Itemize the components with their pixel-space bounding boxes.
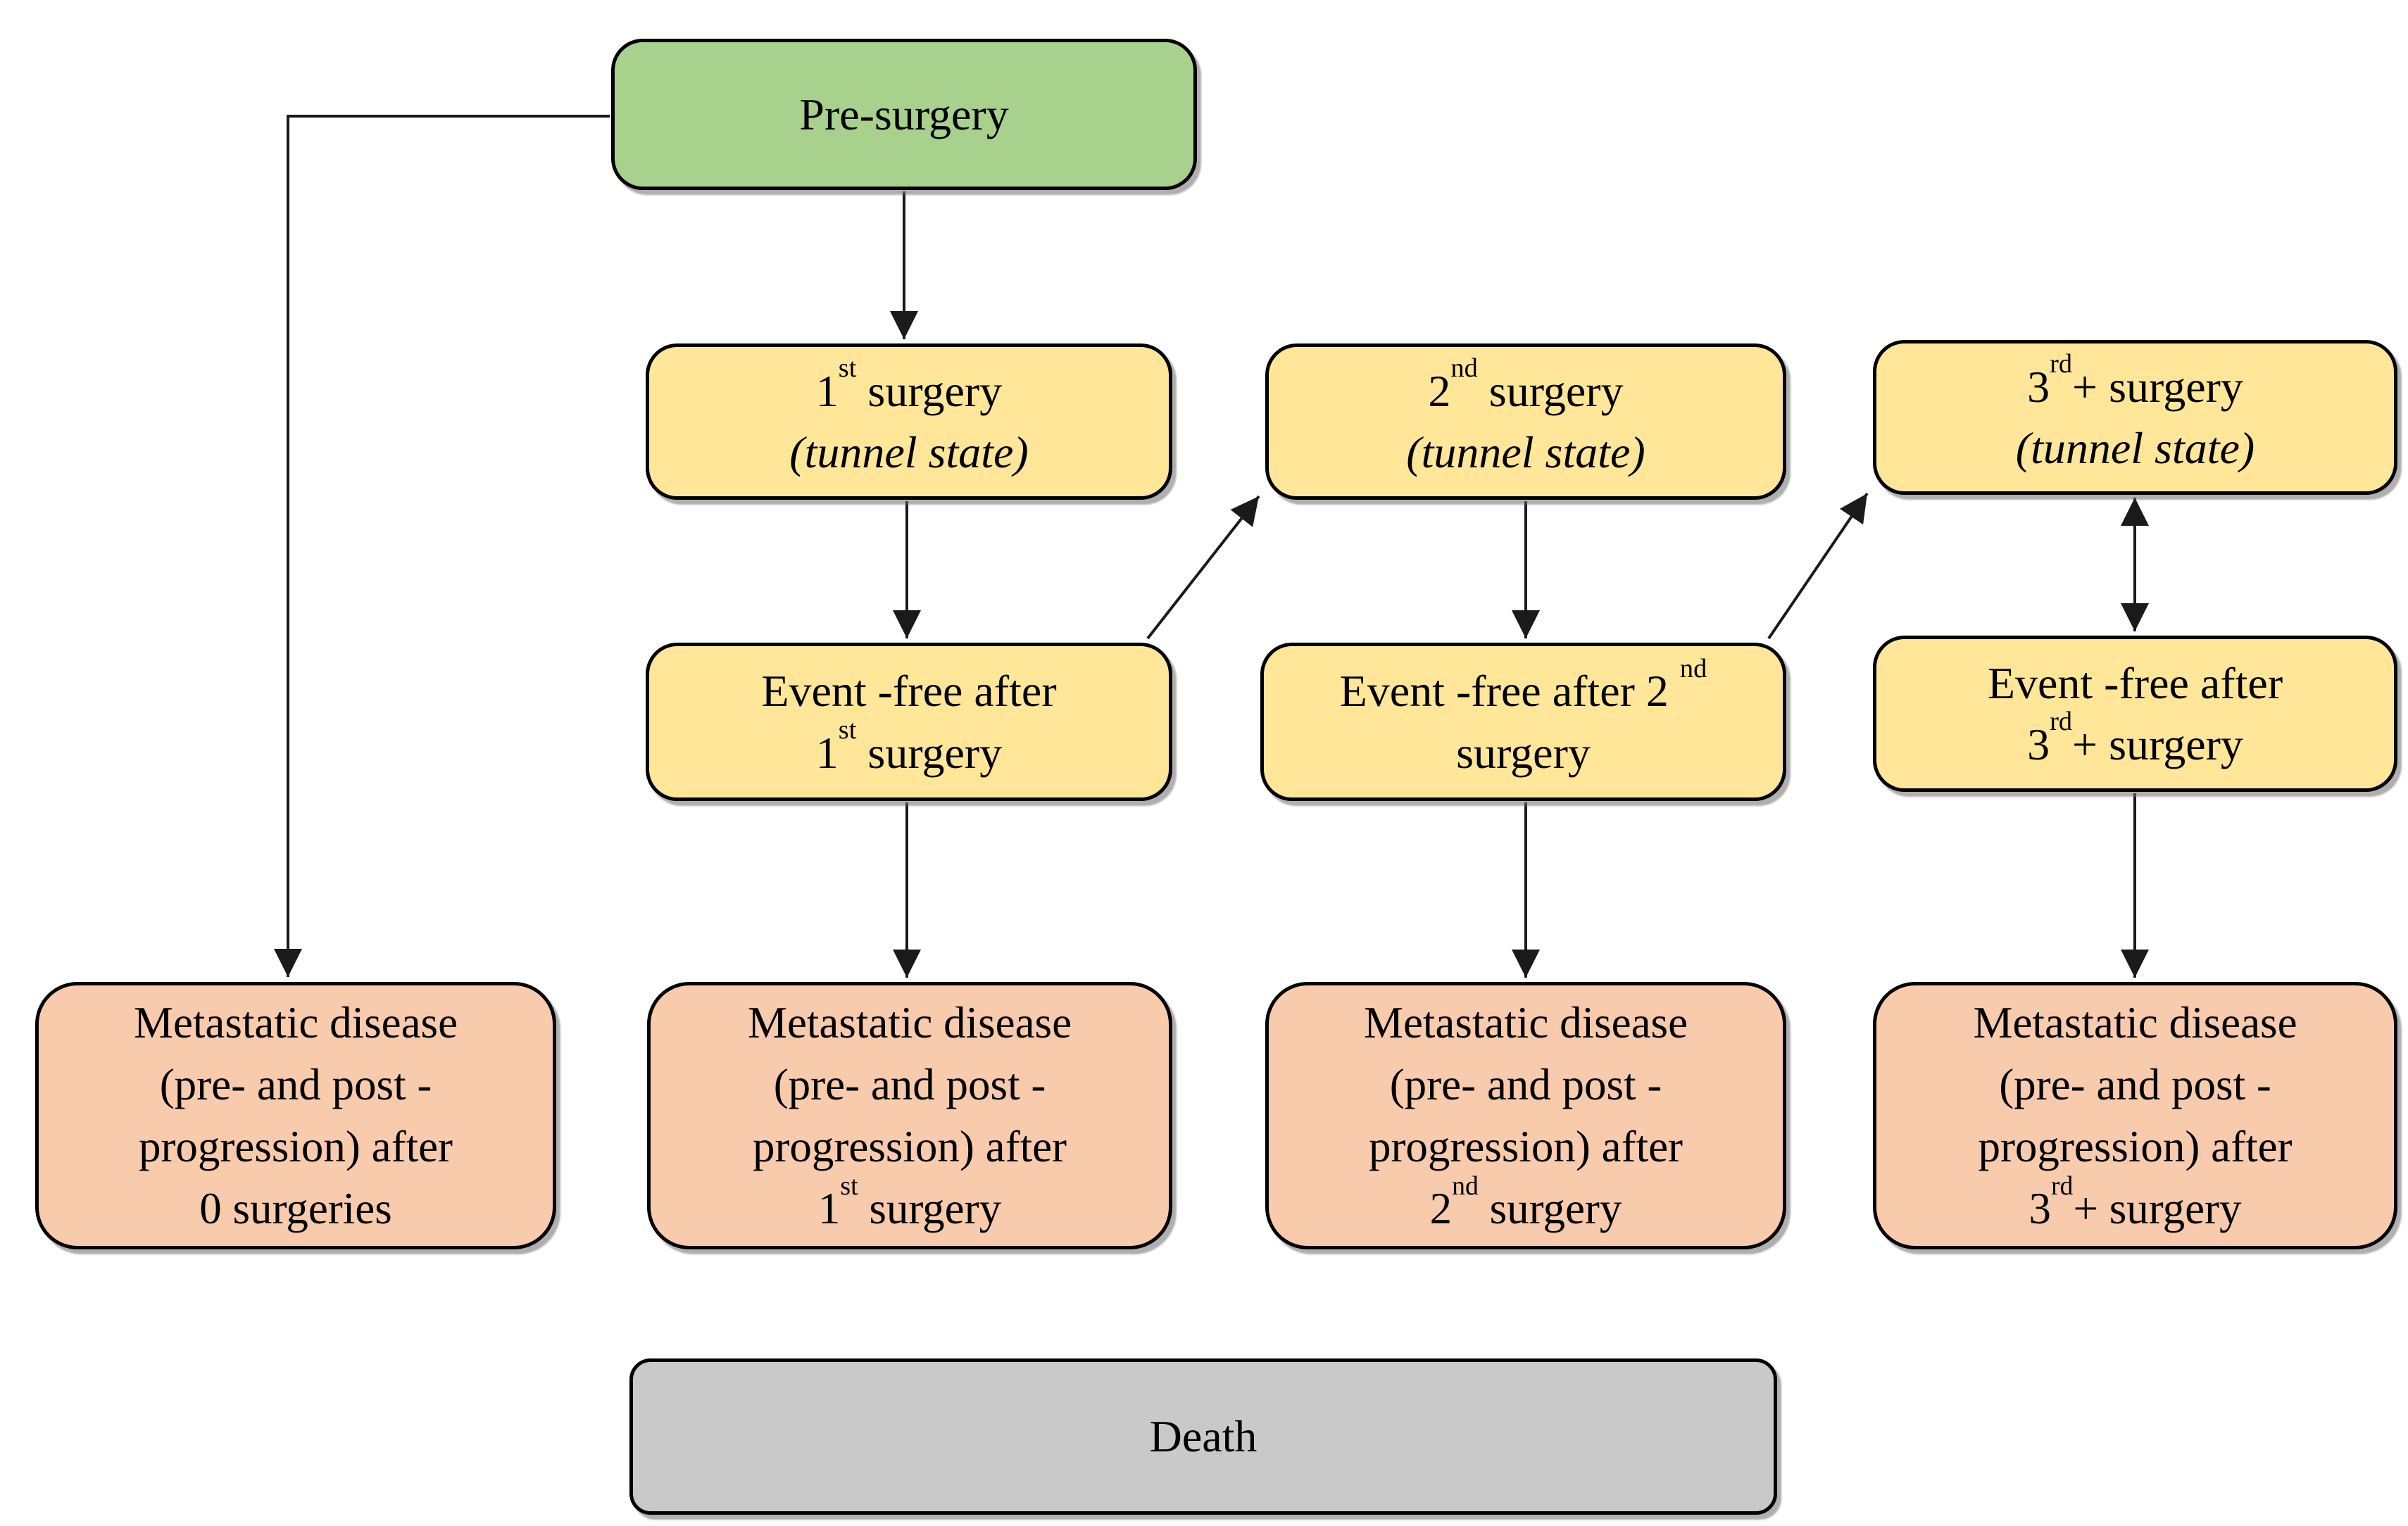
node-label-line: progression) after: [1978, 1122, 2293, 1171]
node-label-line: (pre- and post -: [1999, 1059, 2271, 1109]
node-label-line: progression) after: [1368, 1122, 1683, 1171]
arrow-event-free-2-to-third-surgery: [1767, 492, 1869, 640]
node-label-line: 1st surgery: [815, 714, 1003, 778]
node-label-line: (tunnel state): [1406, 427, 1645, 477]
node-label-line: 3rd+ surgery: [2027, 349, 2243, 412]
node-label-line: (pre- and post -: [1389, 1059, 1662, 1109]
node-label-line: Metastatic disease: [1973, 997, 2297, 1047]
node-label-line: (pre- and post -: [159, 1059, 432, 1109]
node-label-line: progression) after: [138, 1122, 453, 1171]
state-metastatic-after-third-plus-surgery: Metastatic disease (pre- and post - progre…: [1873, 982, 2397, 1249]
state-metastatic-after-second-surgery: Metastatic disease (pre- and post - progre…: [1265, 982, 1786, 1249]
node-label-line: 3rd+ surgery: [2027, 707, 2243, 769]
state-first-surgery: 1st surgery (tunnel state): [646, 343, 1172, 500]
node-label-line: 1st surgery: [815, 353, 1003, 416]
arrow-event-free-1-to-second-surgery: [1146, 495, 1260, 640]
node-label-line: Event -free after: [761, 666, 1057, 717]
node-label-line: (tunnel state): [2015, 423, 2255, 473]
node-label-line: (pre- and post -: [773, 1059, 1046, 1109]
node-label-line: Event -free after: [1987, 657, 2283, 708]
node-label-line: 0 surgeries: [199, 1184, 392, 1234]
node-label-line: Metastatic disease: [747, 997, 1072, 1047]
node-label-line: Event -free after 2 nd: [1339, 653, 1707, 717]
state-third-plus-surgery: 3rd+ surgery (tunnel state): [1873, 340, 2397, 495]
node-label-line: Death: [1149, 1411, 1258, 1462]
node-label-line: Pre-surgery: [799, 89, 1009, 139]
state-metastatic-after-0-surgeries: Metastatic disease (pre- and post - progre…: [35, 982, 556, 1249]
state-event-free-after-second-surgery: Event -free after 2 nd surgery: [1260, 643, 1786, 801]
state-second-surgery: 2nd surgery (tunnel state): [1265, 343, 1786, 500]
node-label-line: 2nd surgery: [1428, 353, 1624, 416]
node-label-line: Metastatic disease: [133, 997, 458, 1047]
node-label-line: 1st surgery: [817, 1171, 1002, 1234]
node-label-line: 2nd surgery: [1429, 1171, 1622, 1234]
node-label-line: surgery: [1456, 727, 1591, 778]
node-label-line: 3rd+ surgery: [2028, 1171, 2242, 1234]
node-label-line: Metastatic disease: [1363, 997, 1688, 1047]
state-death: Death: [629, 1358, 1777, 1515]
node-label-line: progression) after: [752, 1122, 1067, 1171]
state-metastatic-after-first-surgery: Metastatic disease (pre- and post - progre…: [647, 982, 1172, 1249]
arrow-pre-surgery-to-metastatic-0: [274, 115, 610, 977]
state-pre-surgery: Pre-surgery: [611, 39, 1197, 190]
node-label-line: (tunnel state): [789, 427, 1029, 477]
